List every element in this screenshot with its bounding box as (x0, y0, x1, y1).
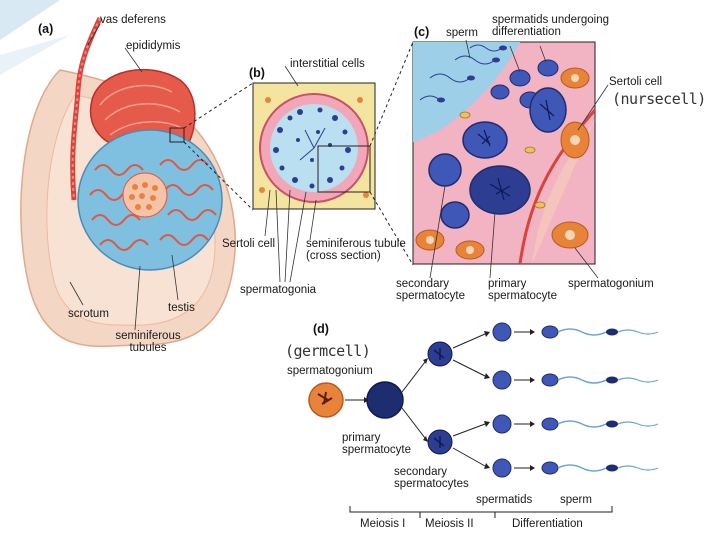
label-spermatogonium-c: spermatogonium (568, 278, 654, 290)
panel-label-a: (a) (38, 22, 54, 36)
label-primary-spermatocyte-d: primary spermatocyte (342, 432, 412, 456)
label-sperm-d: sperm (560, 494, 592, 506)
label-spermatids-d: spermatids (476, 494, 533, 506)
page-corner-decoration (0, 0, 70, 75)
phase-differentiation: Differentiation (512, 518, 583, 530)
panel-label-d: (d) (313, 322, 329, 336)
label-epididymis: epididymis (126, 40, 181, 52)
label-interstitial-cells: interstitial cells (290, 58, 365, 70)
label-primary-spermatocyte: primary spermatocyte (488, 278, 558, 302)
zoom-connectors-ab (183, 82, 254, 211)
panel-label-c: (c) (414, 25, 430, 39)
handwritten-nurse-cell: (nursecell) (612, 90, 706, 108)
label-spermatids-differentiation: spermatids undergoing differentiation (492, 14, 609, 38)
label-scrotum: scrotum (68, 308, 109, 320)
label-seminiferous-tubule-cross-section: seminiferous tubule (cross section) (306, 238, 406, 262)
label-secondary-spermatocyte: secondary spermatocyte (396, 278, 466, 302)
spermatogenesis-sequence (308, 322, 659, 478)
label-seminiferous-tubules: seminiferous tubules (115, 330, 181, 354)
seminiferous-epithelium-detail (412, 41, 597, 265)
zoom-connectors-bc (369, 41, 414, 266)
phase-meiosis-1: Meiosis I (360, 518, 406, 530)
testis-illustration (20, 16, 236, 348)
label-spermatogonia: spermatogonia (240, 284, 317, 296)
phase-bracket (349, 506, 613, 518)
label-vas-deferens: vas deferens (100, 14, 166, 26)
label-spermatogonium-d: spermatogonium (287, 365, 373, 377)
label-testis: testis (168, 302, 195, 314)
label-sertoli-cell-c: Sertoli cell (609, 76, 663, 88)
leader-lines (69, 23, 609, 331)
label-secondary-spermatocytes-d: secondary spermatocytes (394, 466, 469, 490)
label-sertoli-cell-b: Sertoli cell (222, 238, 276, 250)
label-sperm-c: sperm (446, 27, 478, 39)
tubule-cross-section (252, 82, 376, 210)
panel-label-b: (b) (249, 66, 265, 80)
handwritten-germ-cell: (germcell) (285, 342, 371, 360)
phase-meiosis-2: Meiosis II (425, 518, 474, 530)
